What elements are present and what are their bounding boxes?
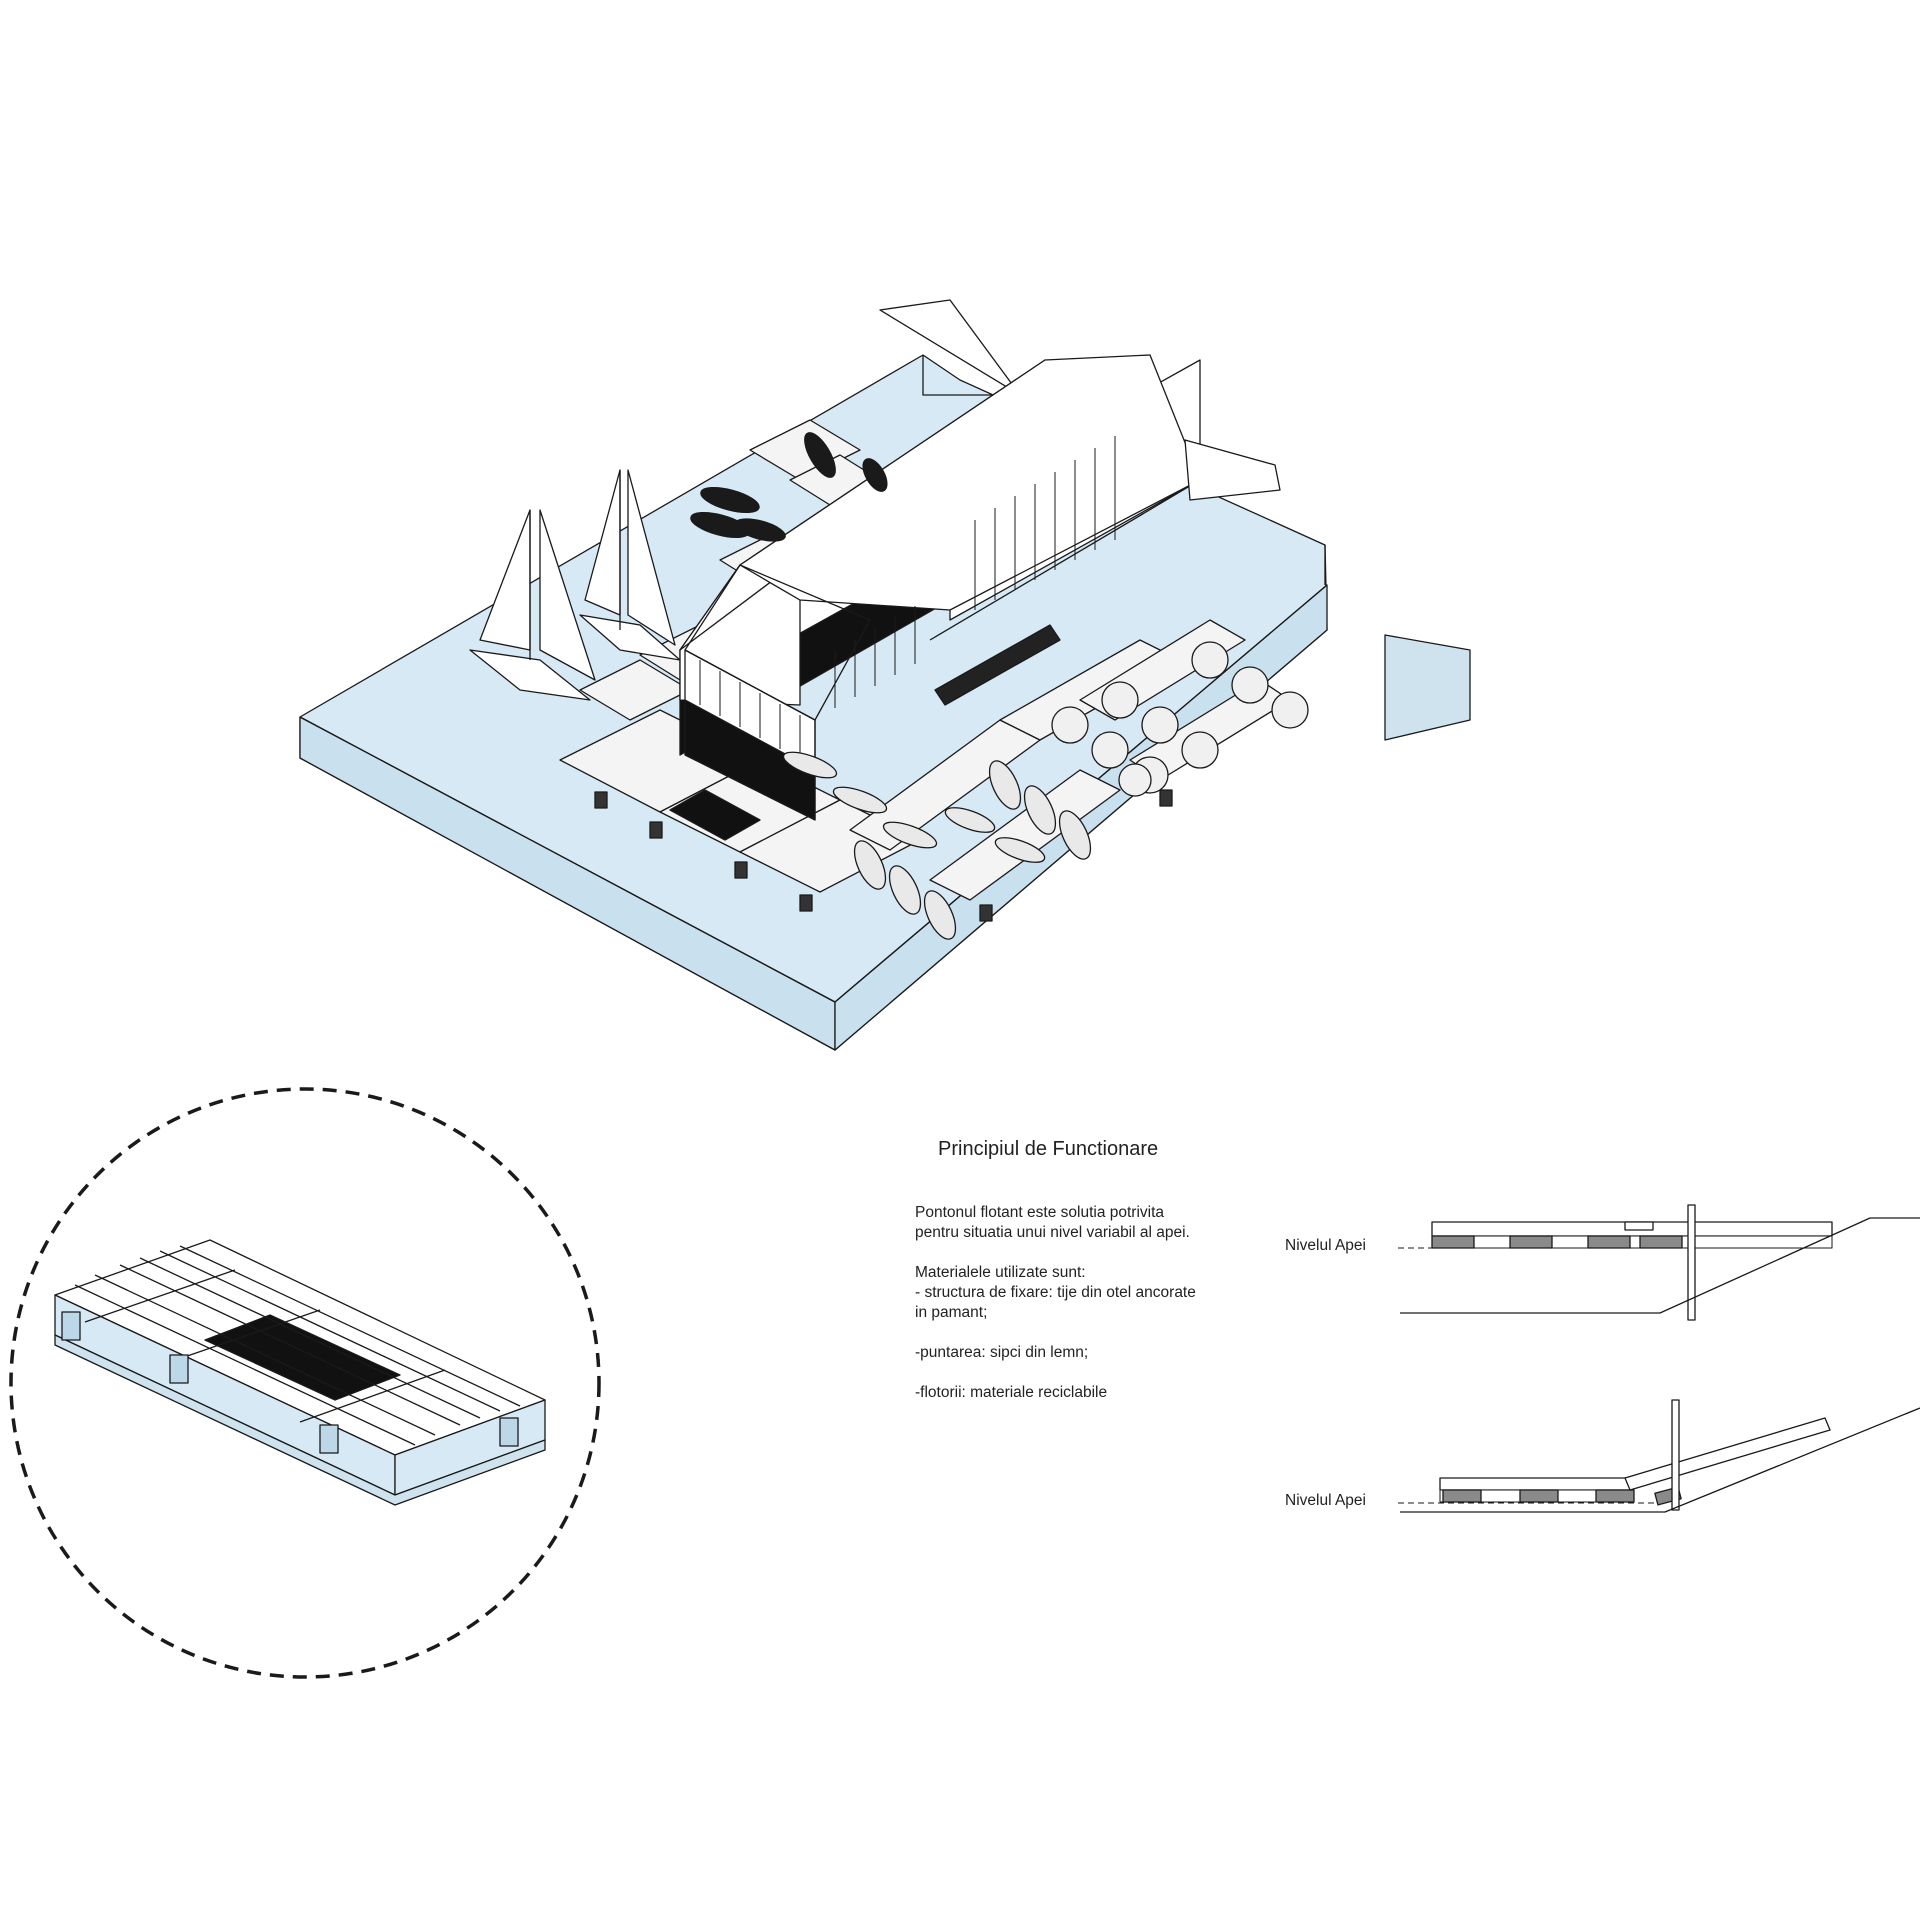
deck-floats (594, 734, 1173, 922)
section-low-water (1398, 1399, 1920, 1513)
rowboats (782, 751, 1092, 940)
section-title: Principiul de Functionare (938, 1138, 1159, 1160)
sailboat-2 (579, 469, 681, 661)
water-level-label-1: Nivelul Apei (1285, 1237, 1366, 1254)
section-high-water (1398, 1204, 1920, 1321)
building-facade-lines (699, 436, 1116, 760)
moored-boats-rear (690, 432, 888, 542)
pedal-boats (1051, 641, 1309, 797)
paragraph-intro: Pontonul flotant este solutia potrivita … (915, 1204, 1190, 1241)
sailboat-1 (469, 509, 596, 701)
explanation-panel: Principiul de Functionare Pontonul flota… (915, 1138, 1245, 1423)
explanation-body: Pontonul flotant este solutia potrivita … (915, 1203, 1245, 1403)
pontoon-detail (54, 1239, 546, 1506)
dark-deck-panel (669, 789, 761, 841)
paragraph-materials: Materialele utilizate sunt: - structura … (915, 1264, 1196, 1321)
paragraph-decking: -puntarea: sipci din lemn; (915, 1344, 1089, 1361)
water-level-label-2: Nivelul Apei (1285, 1492, 1366, 1509)
water-basin (299, 299, 1471, 1051)
paragraph-floats: -flotorii: materiale reciclabile (915, 1384, 1108, 1401)
detail-callout-circle (9, 1087, 601, 1679)
